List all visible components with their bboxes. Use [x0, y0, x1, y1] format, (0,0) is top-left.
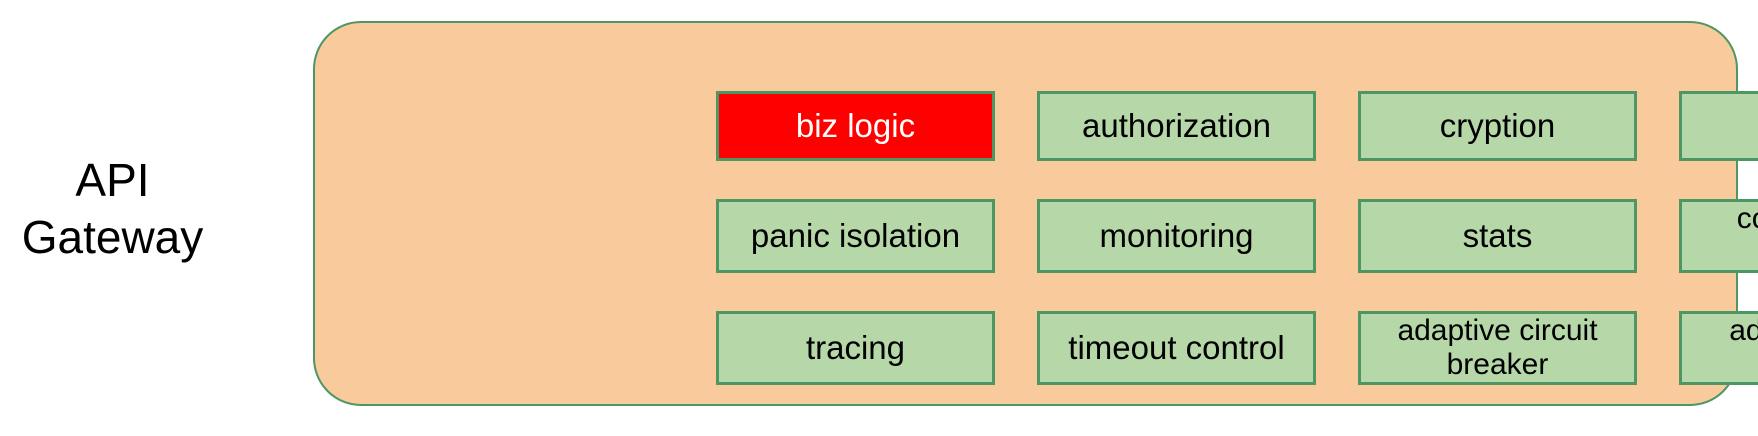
module-panic-isolation: panic isolation	[716, 199, 995, 273]
module-logging: logging	[1679, 91, 1758, 161]
module-timeout-control: timeout control	[1037, 311, 1316, 385]
module-grid: biz logic authorization cryption logging…	[716, 91, 1758, 385]
module-stats: stats	[1358, 199, 1637, 273]
api-gateway-title: API Gateway	[21, 154, 204, 263]
module-cryption: cryption	[1358, 91, 1637, 161]
module-adaptive-circuit-breaker: adaptive circuit breaker	[1358, 311, 1637, 385]
module-adaptive-load-shedding: adaptive load shedding	[1679, 311, 1758, 385]
module-monitoring: monitoring	[1037, 199, 1316, 273]
module-biz-logic: biz logic	[716, 91, 995, 161]
module-concurrency-control: concurrency control	[1679, 199, 1758, 273]
module-tracing: tracing	[716, 311, 995, 385]
api-gateway-container: biz logic authorization cryption logging…	[313, 21, 1758, 406]
module-authorization: authorization	[1037, 91, 1316, 161]
